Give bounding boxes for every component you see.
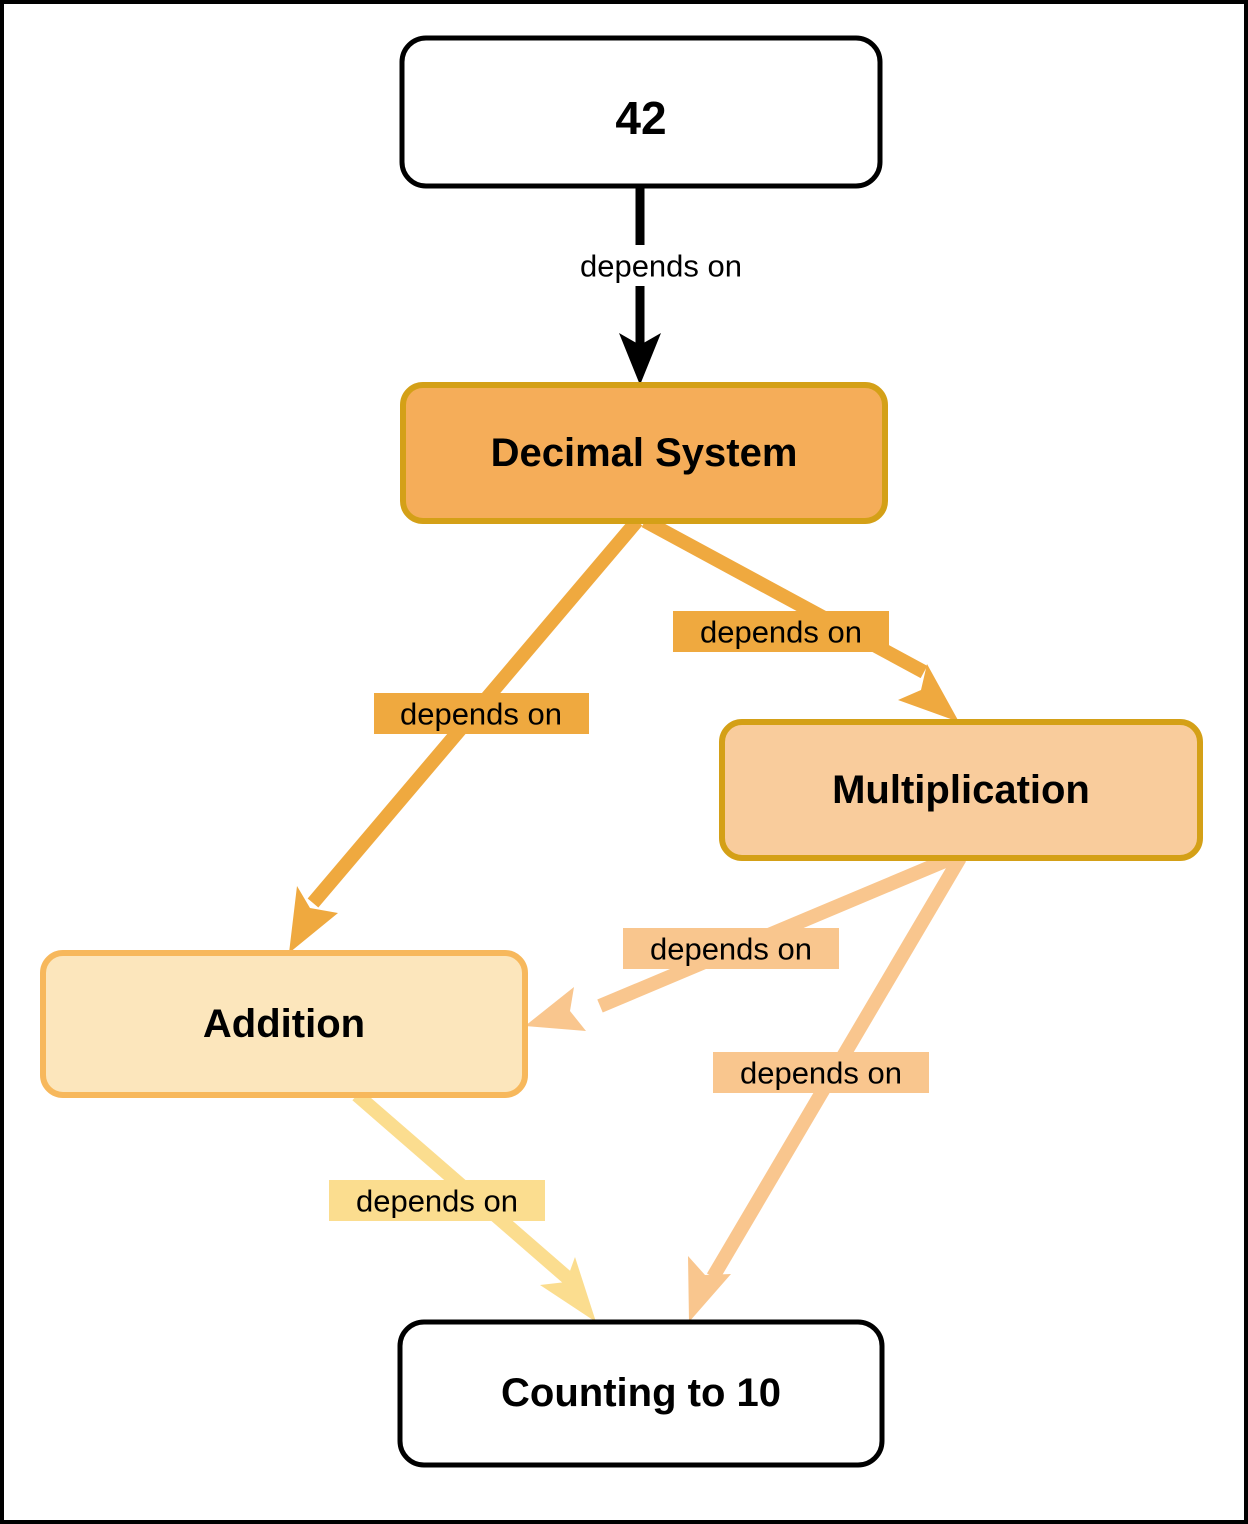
edge-label-root-decimal-text: depends on: [580, 249, 742, 284]
edge-label-multiplication-addition-bg: [623, 928, 839, 969]
edge-label-addition-counting-bg: [329, 1180, 545, 1221]
edge-multiplication-addition-arrowhead: [525, 987, 586, 1031]
node-multiplication[interactable]: Multiplication: [719, 719, 1203, 861]
edge-label-decimal-multiplication: depends on: [673, 611, 889, 652]
node-decimal-system-label: Decimal System: [491, 431, 798, 475]
edge-decimal-addition[interactable]: [289, 516, 643, 953]
edge-label-decimal-multiplication-text: depends on: [700, 615, 862, 650]
edge-label-decimal-addition-text: depends on: [400, 697, 562, 732]
node-multiplication-box: [719, 719, 1203, 861]
edge-root-decimal-arrowhead: [619, 333, 661, 385]
edge-label-addition-counting: depends on: [329, 1180, 545, 1221]
node-counting-to-10[interactable]: Counting to 10: [397, 1319, 885, 1468]
edge-addition-counting-arrowhead: [540, 1257, 596, 1322]
edge-label-addition-counting-text: depends on: [356, 1184, 518, 1219]
node-root-label: 42: [615, 92, 666, 144]
edge-label-multiplication-counting-bg: [713, 1052, 929, 1093]
edge-decimal-multiplication-arrowhead: [898, 664, 959, 722]
node-decimal-system-box: [400, 382, 888, 524]
node-counting-to-10-box: [397, 1319, 885, 1468]
edge-decimal-addition-arrowhead: [289, 886, 338, 953]
edge-label-multiplication-addition-text: depends on: [650, 932, 812, 967]
edge-label-root-decimal: depends on: [554, 245, 769, 286]
edge-label-decimal-multiplication-bg: [673, 611, 889, 652]
edge-label-multiplication-addition: depends on: [623, 928, 839, 969]
node-addition-box: [40, 950, 528, 1098]
edge-label-multiplication-counting: depends on: [713, 1052, 929, 1093]
edge-label-decimal-addition-bg: [374, 693, 589, 734]
node-root-box: [399, 35, 883, 189]
edge-label-decimal-addition: depends on: [374, 693, 589, 734]
node-addition-label: Addition: [203, 1002, 365, 1046]
edge-label-root-decimal-bg: [554, 245, 769, 286]
node-decimal-system[interactable]: Decimal System: [400, 382, 888, 524]
edge-multiplication-counting-arrowhead: [688, 1256, 731, 1322]
node-root[interactable]: 42: [399, 35, 883, 189]
node-multiplication-label: Multiplication: [832, 768, 1090, 812]
node-addition[interactable]: Addition: [40, 950, 528, 1098]
edge-label-multiplication-counting-text: depends on: [740, 1056, 902, 1091]
node-counting-to-10-label: Counting to 10: [501, 1371, 781, 1415]
